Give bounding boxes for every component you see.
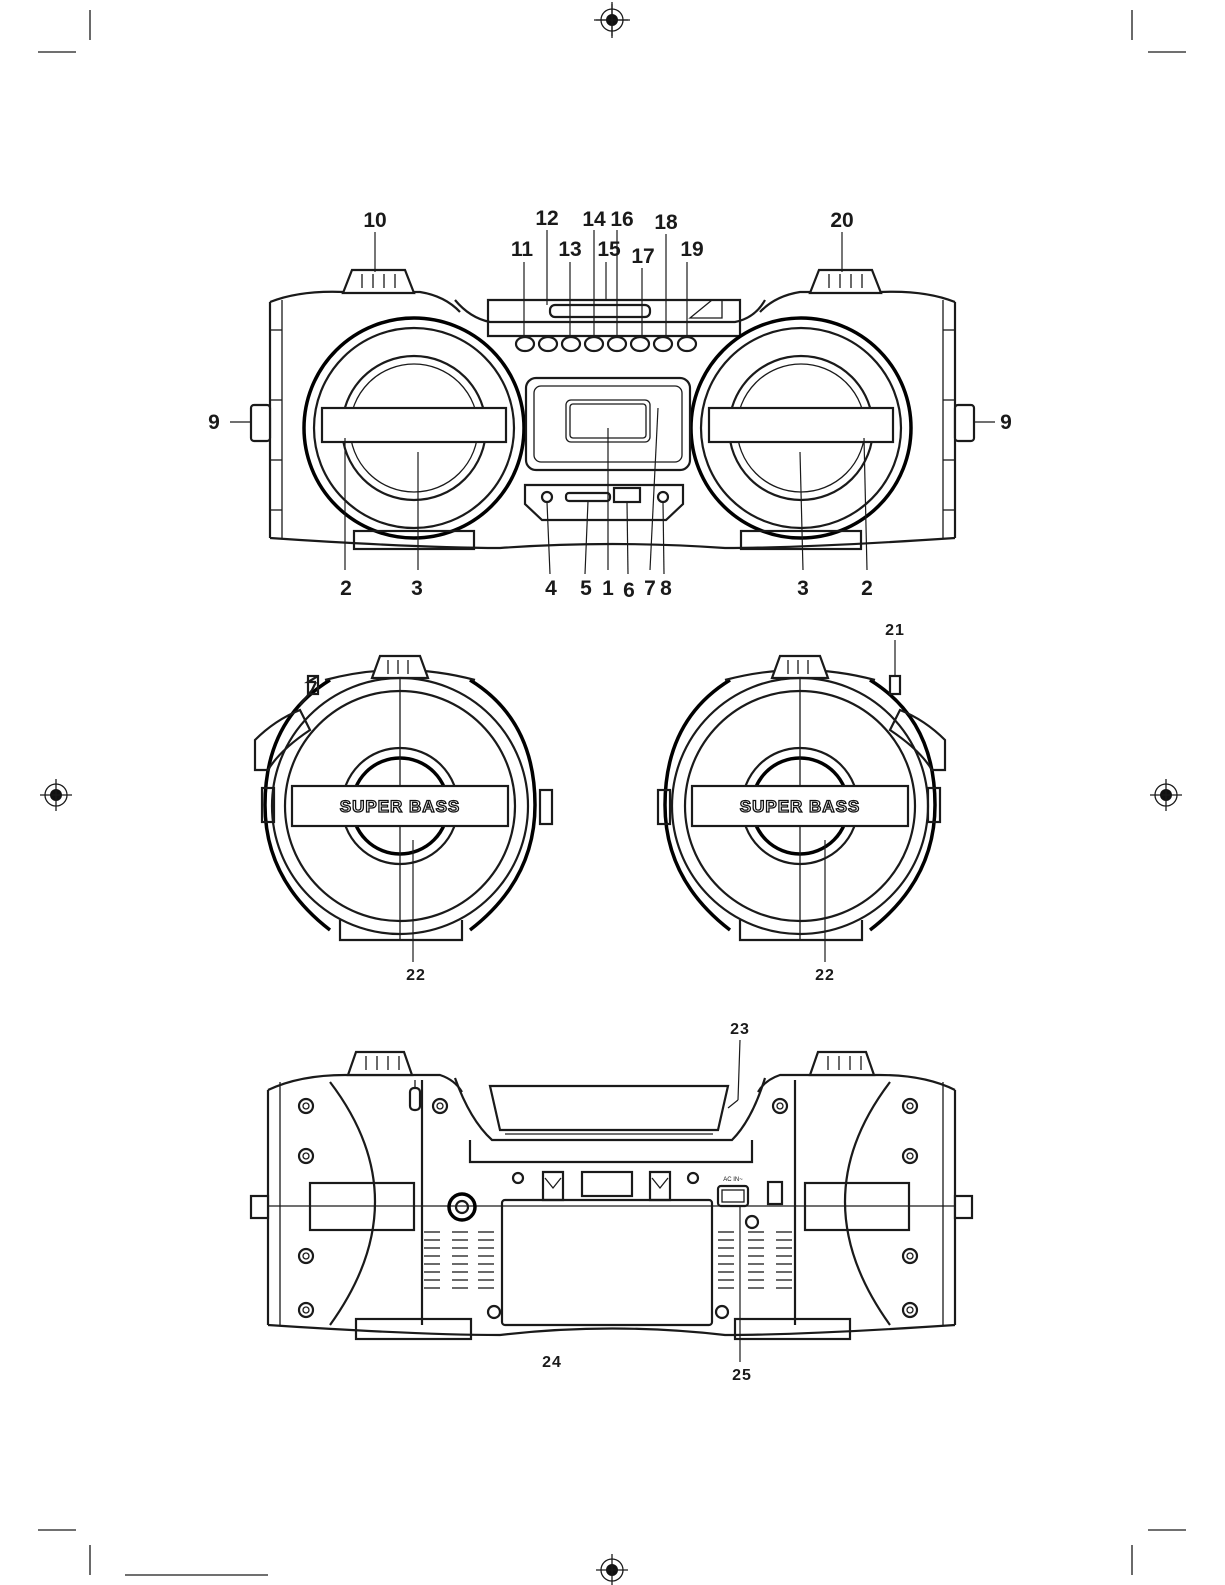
callout-19: 19 bbox=[680, 238, 703, 261]
callout-13: 13 bbox=[558, 238, 581, 261]
front-view: 10 12 14 16 18 20 11 13 15 17 19 9 9 2 3… bbox=[208, 207, 1012, 602]
callout-7: 7 bbox=[644, 577, 656, 600]
callout-25: 25 bbox=[732, 1367, 752, 1384]
callout-12: 12 bbox=[535, 207, 558, 230]
callout-8: 8 bbox=[660, 577, 672, 600]
registration-mark-left bbox=[40, 779, 72, 811]
callout-9-left: 9 bbox=[208, 411, 220, 434]
callout-2-left: 2 bbox=[340, 577, 352, 600]
callout-3-right: 3 bbox=[797, 577, 809, 600]
callout-22-right: 22 bbox=[815, 967, 835, 984]
top-knob-left bbox=[343, 270, 414, 293]
callout-2-right: 2 bbox=[861, 577, 873, 600]
logo-super-bass-left: SUPER BASS bbox=[340, 797, 461, 816]
side-view-left: SUPER BASS bbox=[255, 656, 552, 962]
callout-10: 10 bbox=[363, 209, 386, 232]
callout-1: 1 bbox=[602, 577, 614, 600]
ac-in-label: AC IN~ bbox=[723, 1177, 743, 1183]
callout-20: 20 bbox=[830, 209, 853, 232]
rear-view: AC IN~ bbox=[251, 1021, 972, 1384]
registration-mark-top bbox=[594, 2, 630, 38]
callout-15: 15 bbox=[597, 238, 621, 261]
vent-slots bbox=[424, 1232, 792, 1288]
callout-6: 6 bbox=[623, 579, 635, 602]
callout-23: 23 bbox=[730, 1021, 750, 1038]
callout-9-right: 9 bbox=[1000, 411, 1012, 434]
callout-21: 21 bbox=[885, 622, 905, 639]
callout-16: 16 bbox=[610, 208, 633, 231]
callout-5: 5 bbox=[580, 577, 592, 600]
callout-17: 17 bbox=[631, 245, 654, 268]
registration-mark-right bbox=[1150, 779, 1182, 811]
callout-4: 4 bbox=[545, 577, 557, 600]
callout-18: 18 bbox=[654, 211, 678, 234]
front-leader-lines bbox=[230, 230, 995, 574]
callout-24: 24 bbox=[542, 1354, 562, 1371]
side-view-right: SUPER BASS bbox=[658, 640, 945, 962]
callout-22-left: 22 bbox=[406, 967, 426, 984]
control-buttons bbox=[516, 337, 696, 351]
callout-11: 11 bbox=[511, 238, 534, 261]
rear-screws bbox=[299, 1099, 917, 1318]
registration-mark-bottom bbox=[596, 1554, 628, 1585]
ac-in-socket: AC IN~ bbox=[718, 1177, 782, 1228]
top-knob-right bbox=[810, 270, 881, 293]
callout-3-left: 3 bbox=[411, 577, 423, 600]
battery-compartment bbox=[502, 1172, 712, 1325]
logo-super-bass-right: SUPER BASS bbox=[740, 797, 861, 816]
left-speaker bbox=[304, 318, 524, 538]
callout-14: 14 bbox=[582, 208, 606, 231]
input-panel bbox=[525, 485, 683, 520]
